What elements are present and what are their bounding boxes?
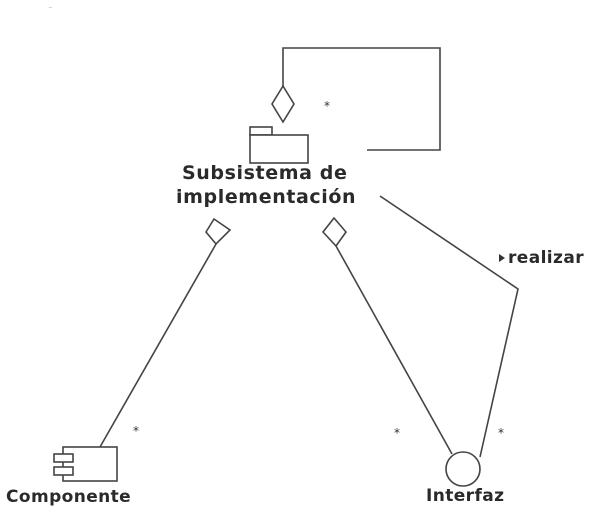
self-aggregation-line	[282, 47, 441, 151]
component-icon	[53, 446, 118, 482]
self-aggregation	[271, 47, 441, 151]
package-tab	[249, 126, 273, 136]
multiplicity-self: *	[324, 99, 330, 113]
component-body	[62, 446, 118, 482]
multiplicity-component: *	[133, 424, 139, 438]
subsystem-label-line2: implementación	[176, 186, 357, 208]
package-body	[249, 134, 309, 164]
interface-label: Interfaz	[426, 486, 505, 506]
component-aggregation	[99, 217, 232, 448]
realize-arrow-icon	[499, 254, 505, 262]
self-aggregation-diamond	[271, 84, 295, 124]
interface-icon	[445, 451, 481, 487]
realize-label: realizar	[508, 248, 584, 268]
subsystem-label-line1: Subsistema de	[182, 162, 348, 184]
component-aggregation-diamond	[205, 217, 232, 246]
scan-mark: ˜	[48, 7, 53, 17]
interface-aggregation	[321, 216, 453, 455]
component-aggregation-line	[99, 243, 217, 448]
interface-aggregation-line	[335, 245, 453, 455]
component-port-bottom	[53, 466, 74, 476]
component-port-top	[53, 453, 74, 463]
interface-aggregation-diamond	[321, 216, 348, 248]
realize-line	[379, 195, 519, 458]
multiplicity-interface-aggregation: *	[394, 426, 400, 440]
component-label: Componente	[6, 487, 132, 507]
multiplicity-interface-realize: *	[498, 426, 504, 440]
package-icon	[249, 126, 309, 164]
